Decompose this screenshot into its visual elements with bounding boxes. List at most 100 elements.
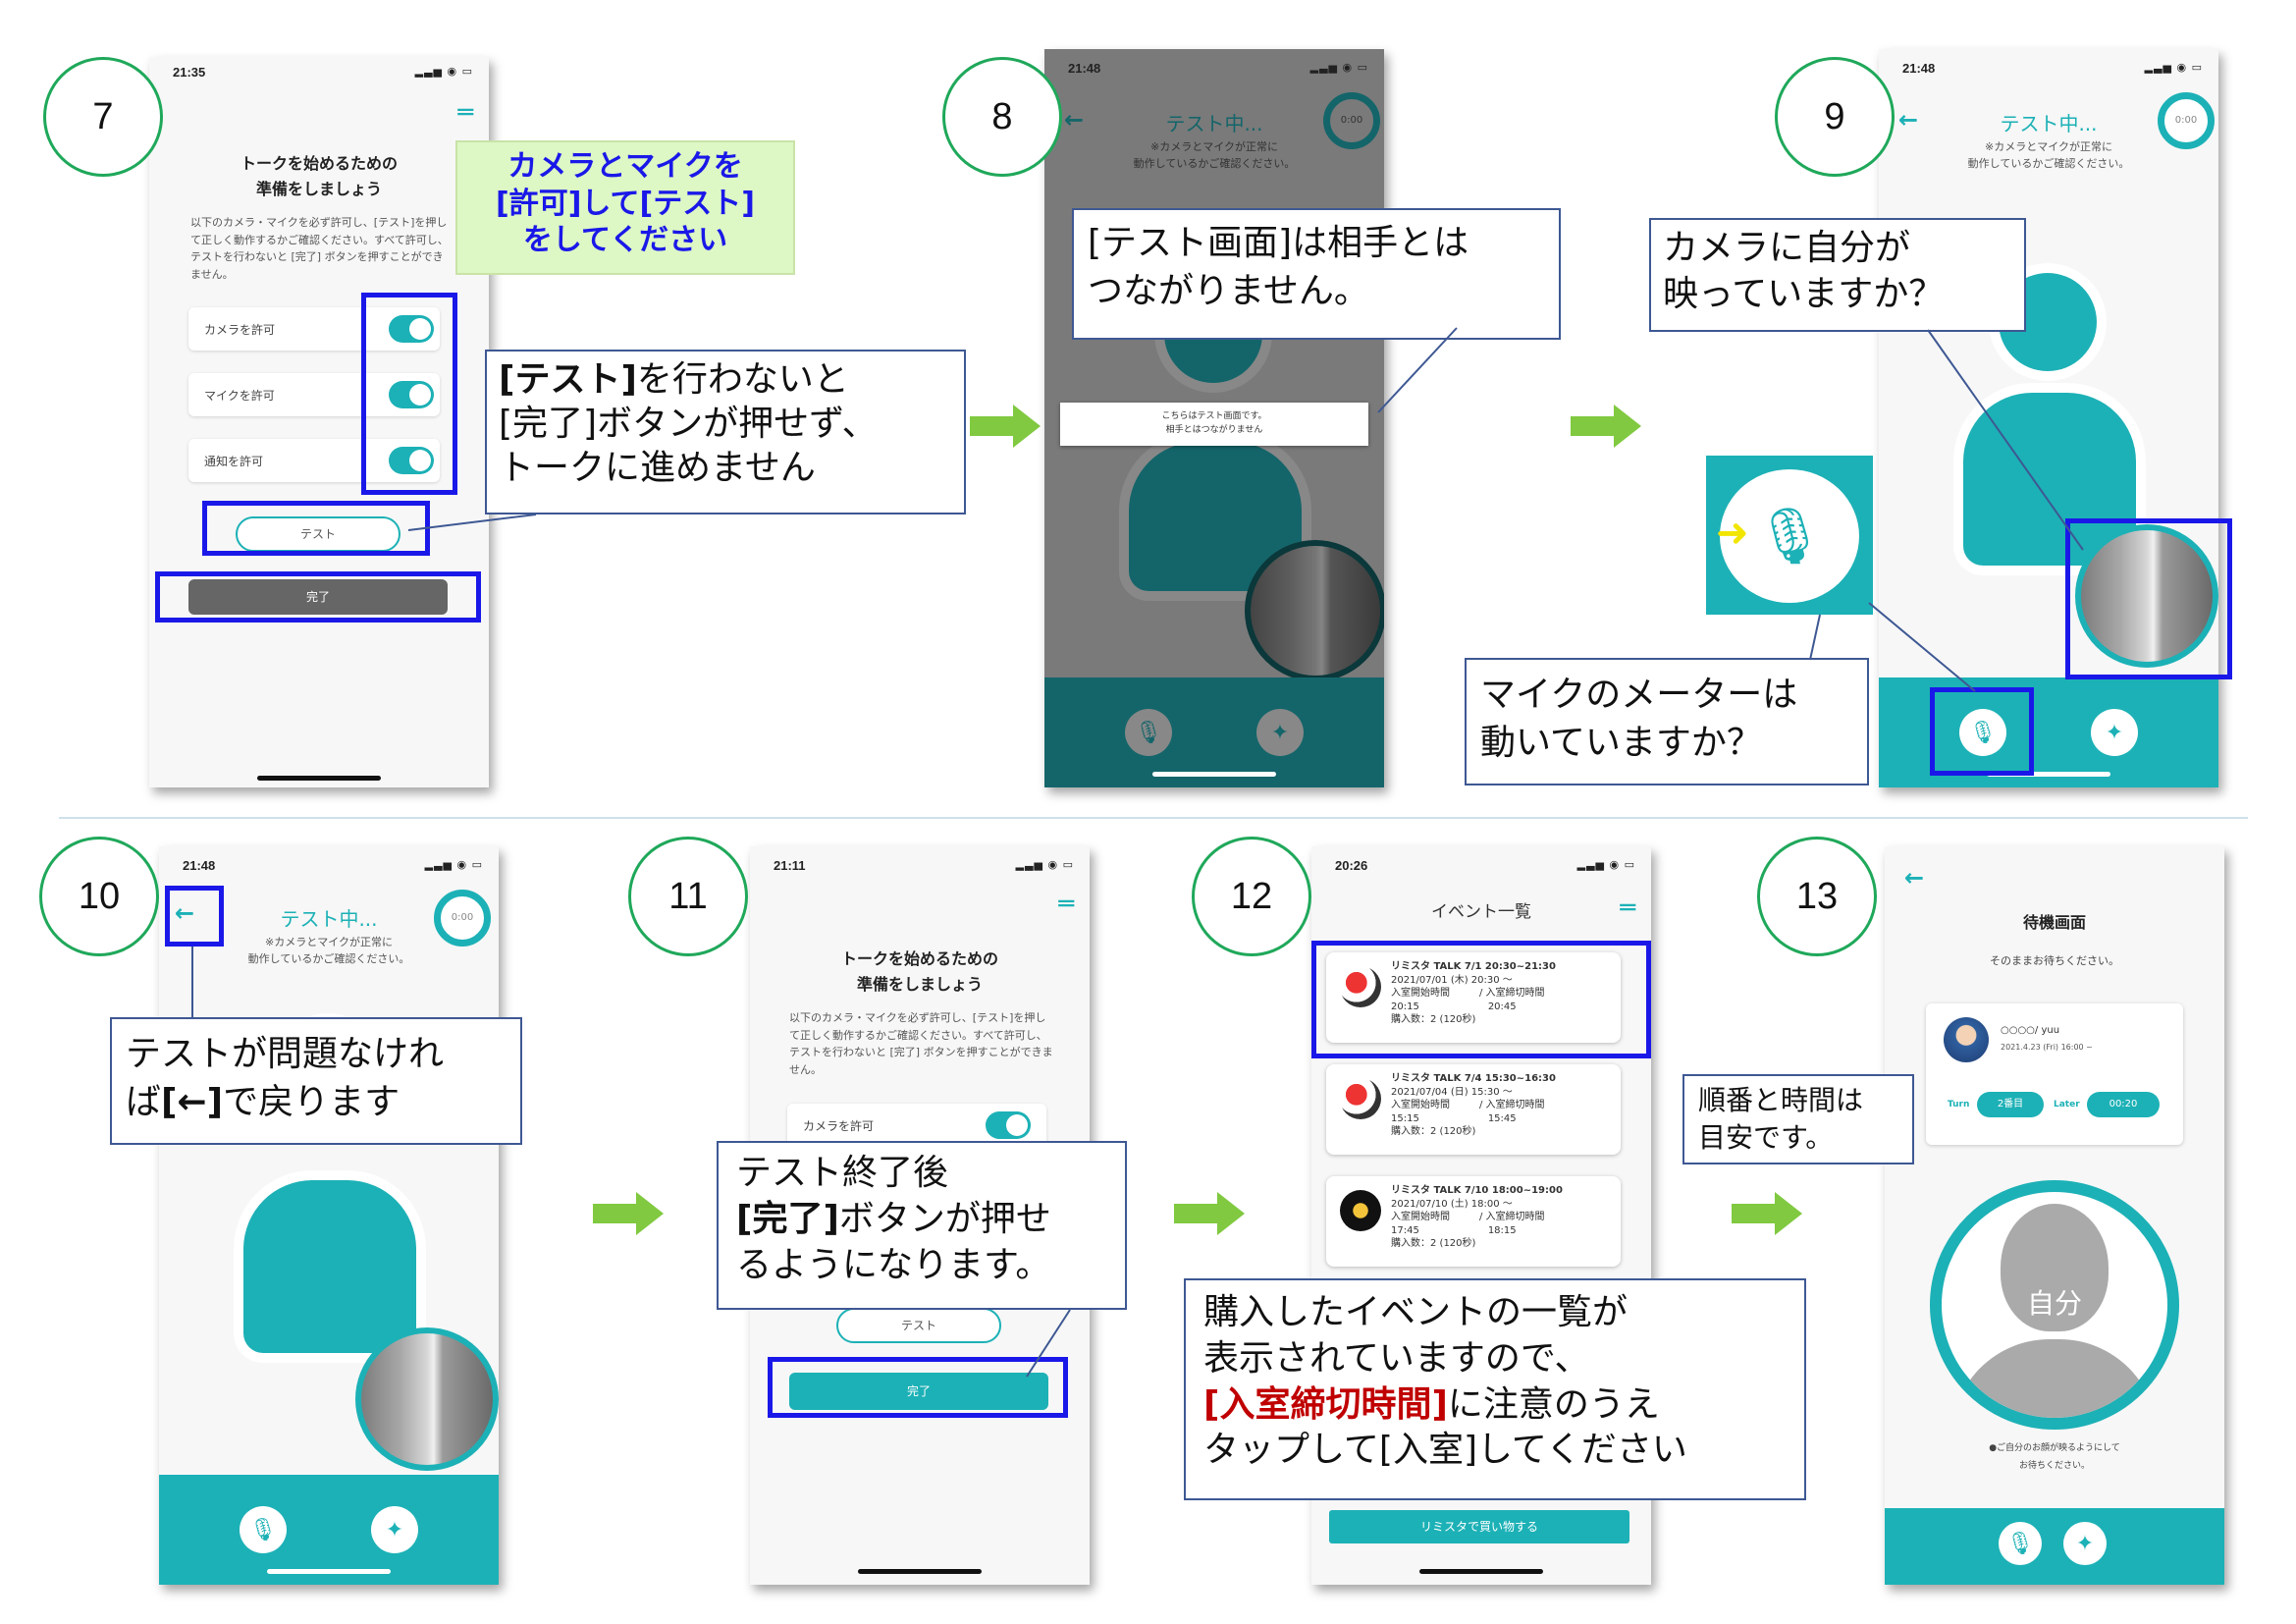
event-times: 15:15 15:45 xyxy=(1391,1112,1517,1124)
step-badge-8: 8 xyxy=(942,57,1062,177)
step-badge-13: 13 xyxy=(1757,837,1877,956)
mic-zoom-panel: 🎙 ➜ xyxy=(1706,456,1873,615)
camera-permission-toggle[interactable] xyxy=(986,1111,1031,1139)
notification-permission-toggle[interactable] xyxy=(389,447,434,474)
mic-icon[interactable]: 🎙 xyxy=(240,1506,287,1553)
page-title: テスト中... xyxy=(280,907,378,931)
test-button[interactable]: テスト xyxy=(236,516,400,552)
event-date: 2021/07/04 (日) 15:30 〜 xyxy=(1391,1086,1513,1098)
highlight-event-card xyxy=(1311,941,1651,1058)
event-time-labels: 入室開始時間 / 入室締切時間 xyxy=(1391,1100,1545,1110)
back-arrow-icon[interactable]: ← xyxy=(1064,106,1085,134)
later-badge: 00:20 xyxy=(2087,1092,2160,1117)
callout-test-screen: [テスト画面]は相手とはつながりません。 xyxy=(1072,208,1561,340)
event-count: 購入数：2 (120秒) xyxy=(1391,1014,1476,1025)
event-name: リミスタ TALK 7/10 18:00~19:00 xyxy=(1391,1185,1563,1196)
callout-return: テストが問題なけれ ば[←]で戻ります xyxy=(110,1017,522,1145)
step-badge-7: 7 xyxy=(43,57,163,177)
turn-badge: 2番目 xyxy=(1977,1092,2044,1117)
test-button[interactable]: テスト xyxy=(836,1308,1001,1343)
timer-ring: 0:00 xyxy=(434,890,491,947)
shop-button[interactable]: リミスタで買い物する xyxy=(1329,1510,1629,1543)
event-card[interactable]: リミスタ TALK 7/1 20:30~21:30 2021/07/01 (木) … xyxy=(1326,952,1621,1043)
section-divider xyxy=(59,817,2248,819)
status-time: 21:48 xyxy=(1068,61,1101,76)
done-button[interactable]: 完了 xyxy=(188,579,448,615)
pointer-arrow-icon: ➜ xyxy=(1716,511,1749,556)
home-indicator xyxy=(1152,772,1276,777)
page-subtitle: ※カメラとマイクが正常に動作しているかご確認ください。 xyxy=(1133,140,1296,170)
page-title: テスト中... xyxy=(1165,112,1263,135)
mic-icon[interactable]: 🎙 xyxy=(1959,709,2006,756)
user-date: 2021.4.23 (Fri) 16:00 ~ xyxy=(2001,1043,2093,1052)
event-count: 購入数：2 (120秒) xyxy=(1391,1126,1476,1137)
phone-screen-13: ← 待機画面 そのままお待ちください。 ○○○○/ yuu 2021.4.23 … xyxy=(1885,846,2224,1585)
test-notice-toast: こちらはテスト画面です。相手とはつながりません xyxy=(1060,403,1368,446)
callout-green-note: カメラとマイクを[許可]して[テスト]をしてください xyxy=(455,140,795,275)
mic-zoom-icon: 🎙 xyxy=(1720,469,1859,603)
camera-permission-row: カメラを許可 xyxy=(787,1104,1046,1147)
menu-icon[interactable]: ═ xyxy=(457,98,473,128)
status-icons: ▂▃▅ ◉ ▭ xyxy=(1309,61,1368,74)
back-arrow-icon[interactable]: ← xyxy=(1898,106,1919,134)
timer-ring: 0:00 xyxy=(1323,92,1380,149)
callout-done-enabled: テスト終了後 [完了]ボタンが押せ るようになります。 xyxy=(717,1141,1127,1310)
event-times: 17:45 18:15 xyxy=(1391,1224,1517,1236)
avatar xyxy=(1944,1017,1989,1062)
flow-arrow-icon xyxy=(970,405,1041,448)
home-indicator xyxy=(267,1569,391,1574)
effects-icon[interactable]: ✦ xyxy=(2091,709,2138,756)
event-time-labels: 入室開始時間 / 入室締切時間 xyxy=(1391,1212,1545,1222)
event-name: リミスタ TALK 7/4 15:30~16:30 xyxy=(1391,1073,1556,1084)
callout-estimate: 順番と時間は目安です。 xyxy=(1682,1074,1914,1164)
queue-card: ○○○○/ yuu 2021.4.23 (Fri) 16:00 ~ Turn 2… xyxy=(1926,1003,2183,1145)
callout-mic-check: マイクのメーターは動いていますか？ xyxy=(1465,658,1869,785)
user-name: ○○○○/ yuu xyxy=(2001,1025,2060,1036)
highlight-done-button xyxy=(768,1357,1068,1418)
event-name: リミスタ TALK 7/1 20:30~21:30 xyxy=(1391,961,1556,972)
effects-icon[interactable]: ✦ xyxy=(2063,1522,2107,1565)
page-title: トークを始めるための準備をしましょう xyxy=(840,949,998,994)
menu-icon[interactable]: ═ xyxy=(1058,890,1074,919)
home-indicator xyxy=(257,776,381,781)
effects-icon[interactable]: ✦ xyxy=(371,1506,418,1553)
call-controls-bar xyxy=(1044,677,1384,787)
callout-event-list: 購入したイベントの一覧が 表示されていますので、 [入室締切時間]に注意のうえ … xyxy=(1184,1278,1806,1500)
call-controls-bar xyxy=(1879,677,2218,787)
page-title: 待機画面 xyxy=(2022,913,2086,932)
effects-icon[interactable]: ✦ xyxy=(1256,709,1304,756)
menu-icon[interactable]: ═ xyxy=(1620,893,1635,923)
callout-test-required: [テスト]を行わないと [完了]ボタンが押せず、 トークに進めません xyxy=(485,350,966,514)
highlight-toggles xyxy=(361,293,457,495)
event-card[interactable]: リミスタ TALK 7/4 15:30~16:30 2021/07/04 (日) … xyxy=(1326,1064,1621,1155)
status-time: 20:26 xyxy=(1335,858,1368,873)
status-icons: ▂▃▅ ◉ ▭ xyxy=(414,65,473,78)
camera-permission-toggle[interactable] xyxy=(389,315,434,343)
back-arrow-icon[interactable]: ← xyxy=(1904,864,1925,892)
highlight-back-button xyxy=(165,886,224,947)
avatar-body xyxy=(243,1180,416,1353)
flow-arrow-icon xyxy=(1174,1192,1245,1235)
waiting-note: ●ご自分のお顔が映るようにしてお待ちください。 xyxy=(1989,1443,2120,1471)
back-arrow-icon[interactable]: ← xyxy=(175,899,195,927)
home-indicator xyxy=(858,1569,982,1574)
callout-camera-check: カメラに自分が映っていますか？ xyxy=(1649,218,2026,332)
event-times: 20:15 20:45 xyxy=(1391,1001,1517,1012)
mic-icon[interactable]: 🎙 xyxy=(1125,709,1172,756)
event-date: 2021/07/01 (木) 20:30 〜 xyxy=(1391,974,1513,986)
status-time: 21:35 xyxy=(173,65,206,80)
phone-screen-9: 21:48 ▂▃▅ ◉ ▭ ← テスト中... ※カメラとマイクが正常に動作して… xyxy=(1879,49,2218,787)
page-subtitle: そのままお待ちください。 xyxy=(1990,954,2119,967)
event-time-labels: 入室開始時間 / 入室締切時間 xyxy=(1391,988,1545,999)
mic-icon[interactable]: 🎙 xyxy=(1999,1522,2042,1565)
highlight-mic-button xyxy=(1930,687,2034,776)
mic-permission-toggle[interactable] xyxy=(389,381,434,408)
event-count: 購入数：2 (120秒) xyxy=(1391,1238,1476,1249)
event-thumbnail xyxy=(1340,966,1381,1007)
page-title: イベント一覧 xyxy=(1431,902,1531,922)
later-label: Later xyxy=(2054,1100,2080,1110)
done-button[interactable]: 完了 xyxy=(789,1373,1048,1410)
phone-screen-7: 21:35 ▂▃▅ ◉ ▭ ═ トークを始めるための準備をしましょう 以下のカメ… xyxy=(149,57,489,787)
